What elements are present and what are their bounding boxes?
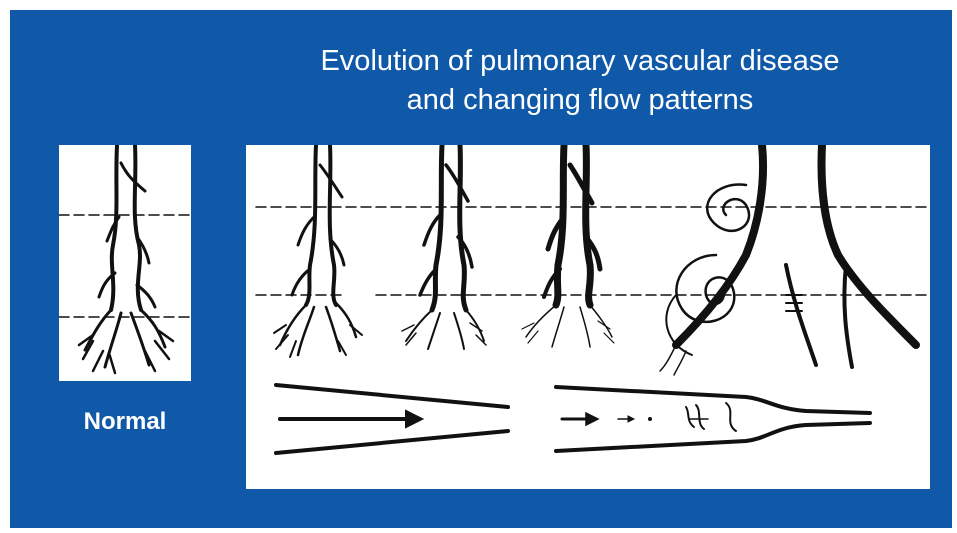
slide-title: Evolution of pulmonary vascular disease …	[230, 42, 930, 120]
stage-2-vessel-tree	[402, 145, 486, 349]
stage-3-vessel-tree	[522, 145, 614, 347]
stage-1-vessel-tree	[274, 145, 362, 357]
disease-progression-panel	[246, 145, 930, 489]
title-line-1: Evolution of pulmonary vascular disease	[230, 42, 930, 81]
normal-vessel-tree-icon	[59, 145, 191, 381]
title-line-2: and changing flow patterns	[230, 81, 930, 120]
disease-progression-drawing	[246, 145, 930, 489]
plexiform-lesion	[660, 145, 916, 375]
laminar-flow-diagram	[276, 385, 508, 453]
disturbed-flow-diagram	[556, 387, 870, 451]
normal-panel	[59, 145, 191, 381]
slide-background: Evolution of pulmonary vascular disease …	[10, 10, 952, 528]
normal-label: Normal	[59, 408, 191, 436]
